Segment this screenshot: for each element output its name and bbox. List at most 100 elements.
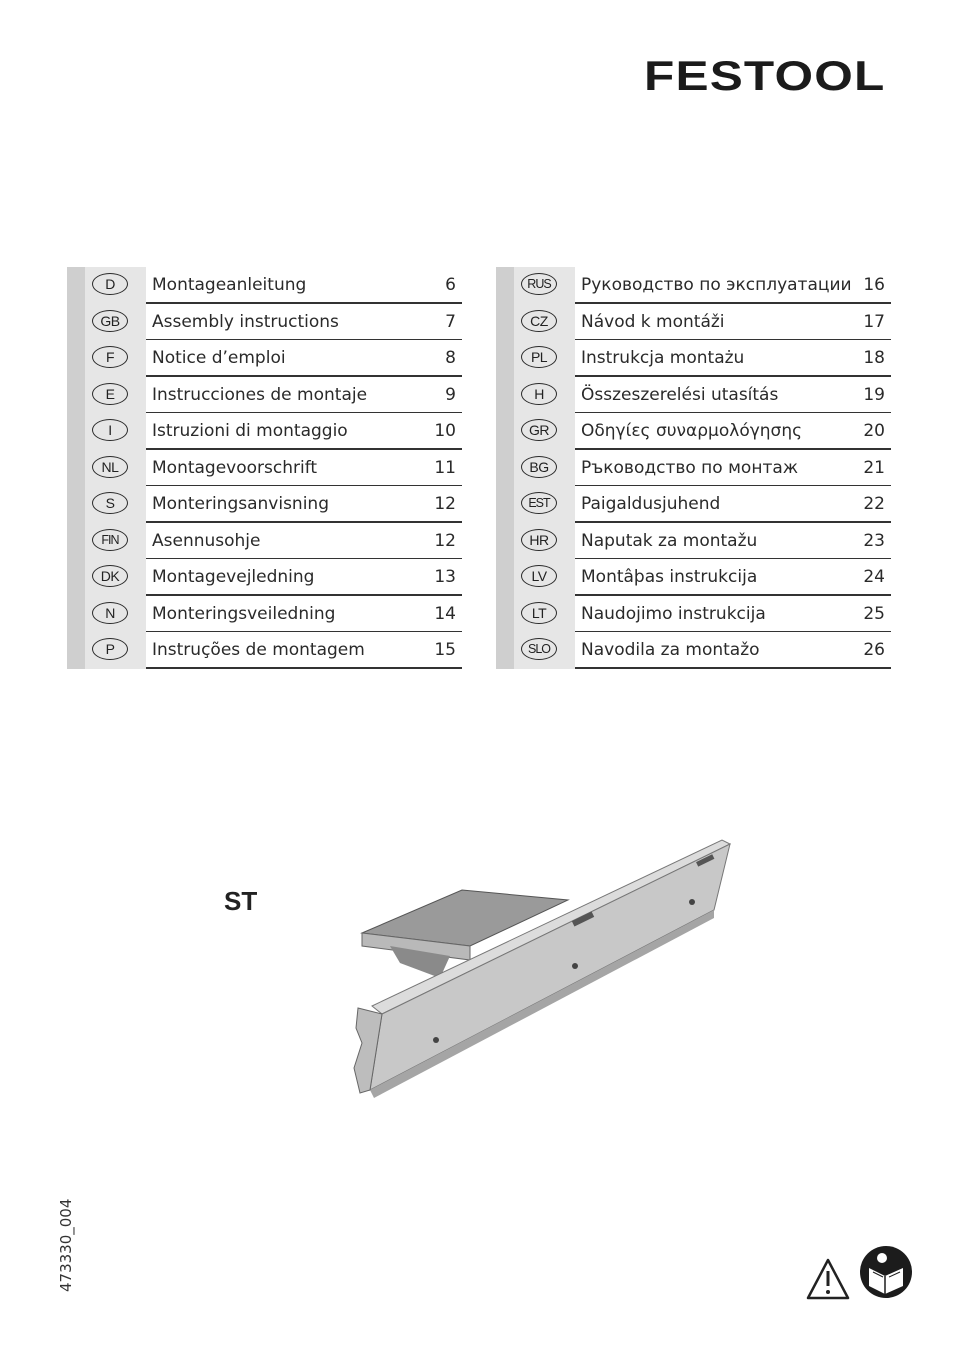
toc-entry-title: Montagevejledning: [152, 567, 315, 587]
language-code-badge: BG: [521, 455, 557, 478]
divider: [146, 338, 462, 340]
document-number: 473330_004: [57, 1198, 75, 1292]
toc-entry-page: 6: [445, 275, 456, 295]
language-code-badge: LT: [521, 601, 557, 624]
toc-entry-title: Montageanleitung: [152, 275, 307, 295]
toc-entry-page: 20: [863, 421, 885, 441]
toc-entry-title: Instruções de montagem: [152, 640, 365, 660]
language-code-badge: P: [92, 638, 128, 660]
toc-entry-title: Összeszerelési utasítás: [581, 384, 779, 405]
toc-entry-page: 11: [434, 457, 456, 478]
product-illustration: [353, 839, 732, 1098]
language-code-badge: S: [92, 492, 128, 514]
toc-entry: LV Montâþas instrukcija 24: [514, 559, 891, 596]
language-code-badge: N: [92, 601, 128, 624]
divider: [146, 630, 462, 632]
divider: [146, 667, 462, 669]
toc-entry-page: 17: [863, 311, 885, 332]
toc-entry-page: 12: [434, 530, 456, 551]
toc-entry-title: Naudojimo instrukcija: [581, 603, 766, 624]
toc-side-bar: [496, 267, 514, 669]
divider: [575, 338, 891, 340]
language-code-badge: H: [521, 382, 557, 405]
divider: [146, 448, 462, 450]
divider: [146, 594, 462, 596]
divider: [575, 484, 891, 486]
toc-entry-title: Istruzioni di montaggio: [152, 421, 348, 441]
toc-entry: SLO Navodila za montažo 26: [514, 632, 891, 669]
language-code-badge: FIN: [92, 528, 128, 551]
toc-entry-title: Οδηγίες συναρμολόγησης: [581, 421, 803, 441]
divider: [575, 521, 891, 523]
toc-entry-title: Notice d’emploi: [152, 348, 286, 368]
divider: [146, 411, 462, 413]
toc-entry-page: 26: [863, 640, 885, 660]
divider: [146, 521, 462, 523]
toc-entry-page: 13: [434, 567, 456, 587]
toc-entry: D Montageanleitung 6: [85, 267, 462, 304]
toc-side-bar: [67, 267, 85, 669]
toc-entry-page: 24: [863, 567, 885, 587]
toc-entry-title: Montâþas instrukcija: [581, 567, 758, 587]
language-code-badge: HR: [521, 528, 557, 551]
language-code-badge: E: [92, 382, 128, 405]
toc-entry: PL Instrukcja montażu 18: [514, 340, 891, 377]
toc-entry-title: Návod k montáži: [581, 311, 725, 332]
language-code-badge: RUS: [521, 273, 557, 295]
toc-entry: GR Οδηγίες συναρμολόγησης 20: [514, 413, 891, 450]
warning-icon: [806, 1258, 850, 1300]
toc-entry-title: Instrukcja montażu: [581, 348, 745, 368]
toc-entry-page: 14: [434, 603, 456, 624]
toc-entry-page: 23: [863, 530, 885, 551]
language-code-badge: DK: [92, 565, 128, 587]
divider: [575, 375, 891, 377]
toc-entry: FIN Asennusohje 12: [85, 523, 462, 559]
divider: [146, 557, 462, 559]
divider: [575, 448, 891, 450]
divider: [575, 557, 891, 559]
divider: [575, 302, 891, 304]
toc-entry-page: 19: [863, 384, 885, 405]
toc-entry-title: Paigaldusjuhend: [581, 494, 721, 514]
divider: [575, 594, 891, 596]
toc-entry-title: Monteringsanvisning: [152, 494, 329, 514]
toc-entry-title: Asennusohje: [152, 530, 261, 551]
divider: [575, 630, 891, 632]
language-code-badge: GB: [92, 309, 128, 332]
toc-entry: CZ Návod k montáži 17: [514, 304, 891, 340]
language-code-badge: EST: [521, 492, 557, 514]
toc-entry-title: Ръководство по монтаж: [581, 457, 799, 478]
language-code-badge: F: [92, 346, 128, 368]
toc-entry-page: 21: [863, 457, 885, 478]
divider: [575, 411, 891, 413]
divider: [146, 302, 462, 304]
toc-entry-title: Instrucciones de montaje: [152, 384, 368, 405]
divider: [146, 375, 462, 377]
toc-entry-title: Assembly instructions: [152, 311, 339, 332]
brand-logo: FESTOOL: [644, 52, 886, 99]
language-code-badge: CZ: [521, 309, 557, 332]
language-code-badge: LV: [521, 565, 557, 587]
divider: [146, 484, 462, 486]
toc-entry-page: 16: [863, 275, 885, 295]
toc-entry-page: 12: [434, 494, 456, 514]
toc-entry: BG Ръководство по монтаж 21: [514, 450, 891, 486]
language-code-badge: GR: [521, 419, 557, 441]
toc-entry-page: 18: [863, 348, 885, 368]
language-code-badge: D: [92, 273, 128, 295]
toc-entry-title: Руководство по эксплуатации: [581, 275, 852, 295]
toc-entry-title: Navodila za montažo: [581, 640, 760, 660]
toc-entry-title: Monteringsveiledning: [152, 603, 336, 624]
toc-entry-page: 10: [434, 421, 456, 441]
model-name: ST: [224, 886, 258, 916]
toc-entry: N Monteringsveiledning 14: [85, 596, 462, 632]
language-code-badge: PL: [521, 346, 557, 368]
language-code-badge: SLO: [521, 638, 557, 660]
